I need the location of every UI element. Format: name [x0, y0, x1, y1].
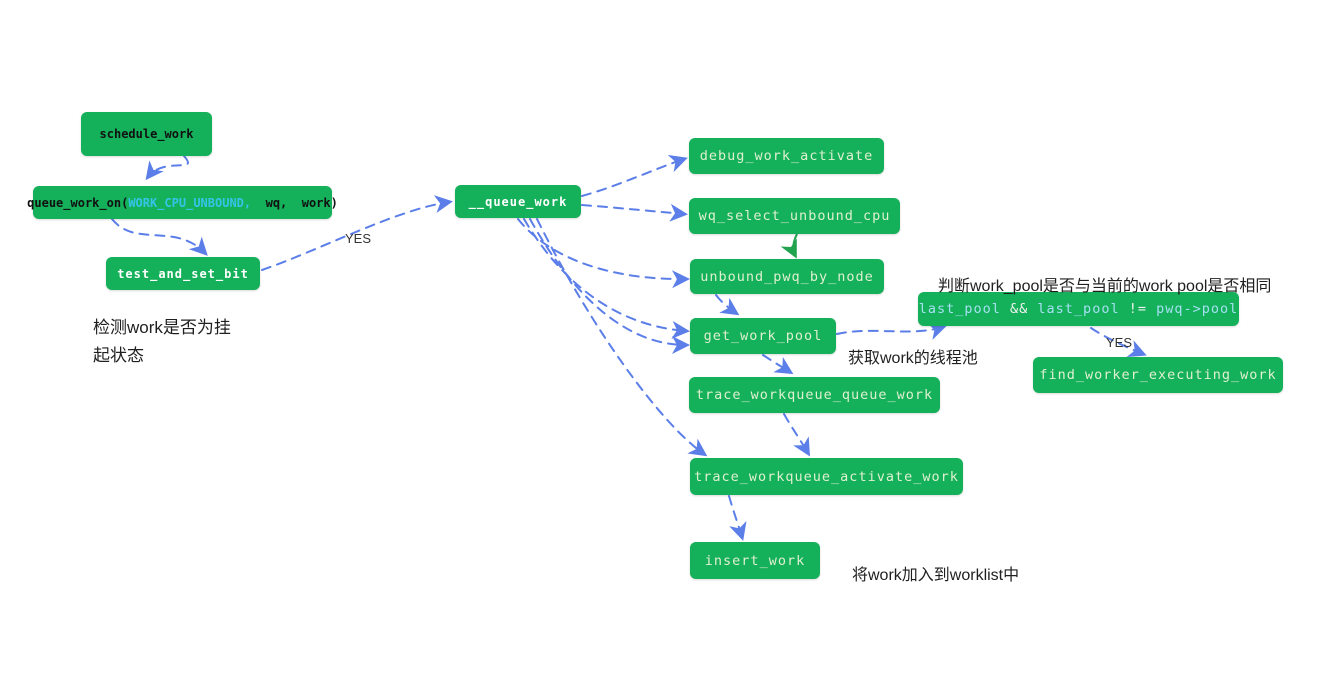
node-queue-work-on-fn: queue_work_on(	[27, 195, 129, 210]
node-debug-work-activate: debug_work_activate	[689, 138, 884, 174]
annotation-judge-pool: 判断work_pool是否与当前的work pool是否相同	[938, 278, 1272, 295]
arrow-last-pool-check-to-find-worker	[1090, 327, 1147, 357]
node-queue-work-label: __queue_work	[468, 194, 568, 209]
node-last-pool-check: last_pool && last_pool != pwq->pool	[918, 292, 1239, 326]
node-queue-work-on-arg-highlight: WORK_CPU_UNBOUND,	[128, 195, 252, 210]
node-debug-work-activate-label: debug_work_activate	[699, 148, 874, 164]
node-queue-work-on: queue_work_on(WORK_CPU_UNBOUND, wq, work…	[27, 186, 338, 219]
arrow-queue-work-to-wq-select-unbound-cpu	[581, 203, 688, 222]
node-wq-select-unbound-cpu-label: wq_select_unbound_cpu	[698, 208, 891, 224]
node-trace-workqueue-queue-work: trace_workqueue_queue_work	[689, 377, 940, 413]
node-insert-work-label: insert_work	[704, 552, 806, 569]
yes-label-test-and-set-bit: YES	[345, 231, 372, 246]
node-find-worker-executing-work: find_worker_executing_work	[1033, 357, 1283, 393]
arrow-unbound-pwq-to-get-work-pool	[715, 294, 740, 316]
annotation-pending-check-line2: 起状态	[93, 346, 144, 365]
node-find-worker-executing-work-label: find_worker_executing_work	[1039, 367, 1277, 383]
node-get-work-pool: get_work_pool	[690, 318, 836, 354]
arrow-queue-work-to-debug-work-activate	[581, 155, 688, 197]
arrow-wq-select-to-unbound-pwq-green	[780, 233, 798, 259]
node-trace-workqueue-activate-work: trace_workqueue_activate_work	[690, 458, 963, 495]
node-schedule-work: schedule_work	[81, 112, 212, 156]
last-pool-check-op2: !=	[1119, 301, 1157, 317]
arrow-queue-work-to-get-work-pool-2	[529, 218, 690, 354]
node-schedule-work-label: schedule_work	[99, 127, 194, 141]
annotation-pending-check-line1: 检测work是否为挂	[93, 318, 231, 337]
last-pool-check-op1: &&	[1000, 301, 1038, 317]
node-queue-work-on-rest: wq, work)	[251, 195, 338, 210]
last-pool-check-id2: last_pool	[1037, 301, 1120, 317]
annotation-insert-note: 将work加入到worklist中	[852, 567, 1020, 584]
arrow-get-work-pool-to-last-pool-check	[836, 322, 947, 340]
arrow-schedule-work-to-queue-work-on	[145, 155, 189, 181]
node-queue-work: __queue_work	[455, 185, 581, 218]
node-unbound-pwq-by-node: unbound_pwq_by_node	[690, 259, 884, 294]
last-pool-check-id1: last_pool	[918, 301, 1001, 317]
arrow-trace-activate-work-to-insert-work	[728, 495, 747, 541]
arrow-test-and-set-bit-to-queue-work	[261, 195, 453, 271]
arrow-get-work-pool-to-trace-workqueue-queue-work	[762, 354, 794, 375]
node-trace-workqueue-activate-work-label: trace_workqueue_activate_work	[694, 468, 959, 485]
arrow-queue-work-on-to-test-and-set-bit	[111, 218, 208, 256]
arrow-queue-work-to-unbound-pwq-by-node	[517, 218, 690, 289]
annotation-get-pool: 获取work的线程池	[848, 350, 978, 367]
arrow-trace-queue-work-to-trace-activate-work	[783, 413, 811, 457]
yes-label-last-pool: YES	[1106, 335, 1133, 350]
node-test-and-set-bit: test_and_set_bit	[106, 257, 260, 290]
node-wq-select-unbound-cpu: wq_select_unbound_cpu	[689, 198, 900, 234]
node-trace-workqueue-queue-work-label: trace_workqueue_queue_work	[695, 387, 934, 403]
arrow-queue-work-to-get-work-pool	[523, 218, 690, 339]
node-insert-work: insert_work	[690, 542, 820, 579]
last-pool-check-id3: pwq->pool	[1156, 301, 1239, 317]
node-test-and-set-bit-label: test_and_set_bit	[117, 266, 249, 281]
node-get-work-pool-label: get_work_pool	[703, 328, 823, 344]
node-unbound-pwq-by-node-label: unbound_pwq_by_node	[700, 268, 874, 285]
arrow-queue-work-to-trace-workqueue-activate-work	[536, 218, 708, 457]
